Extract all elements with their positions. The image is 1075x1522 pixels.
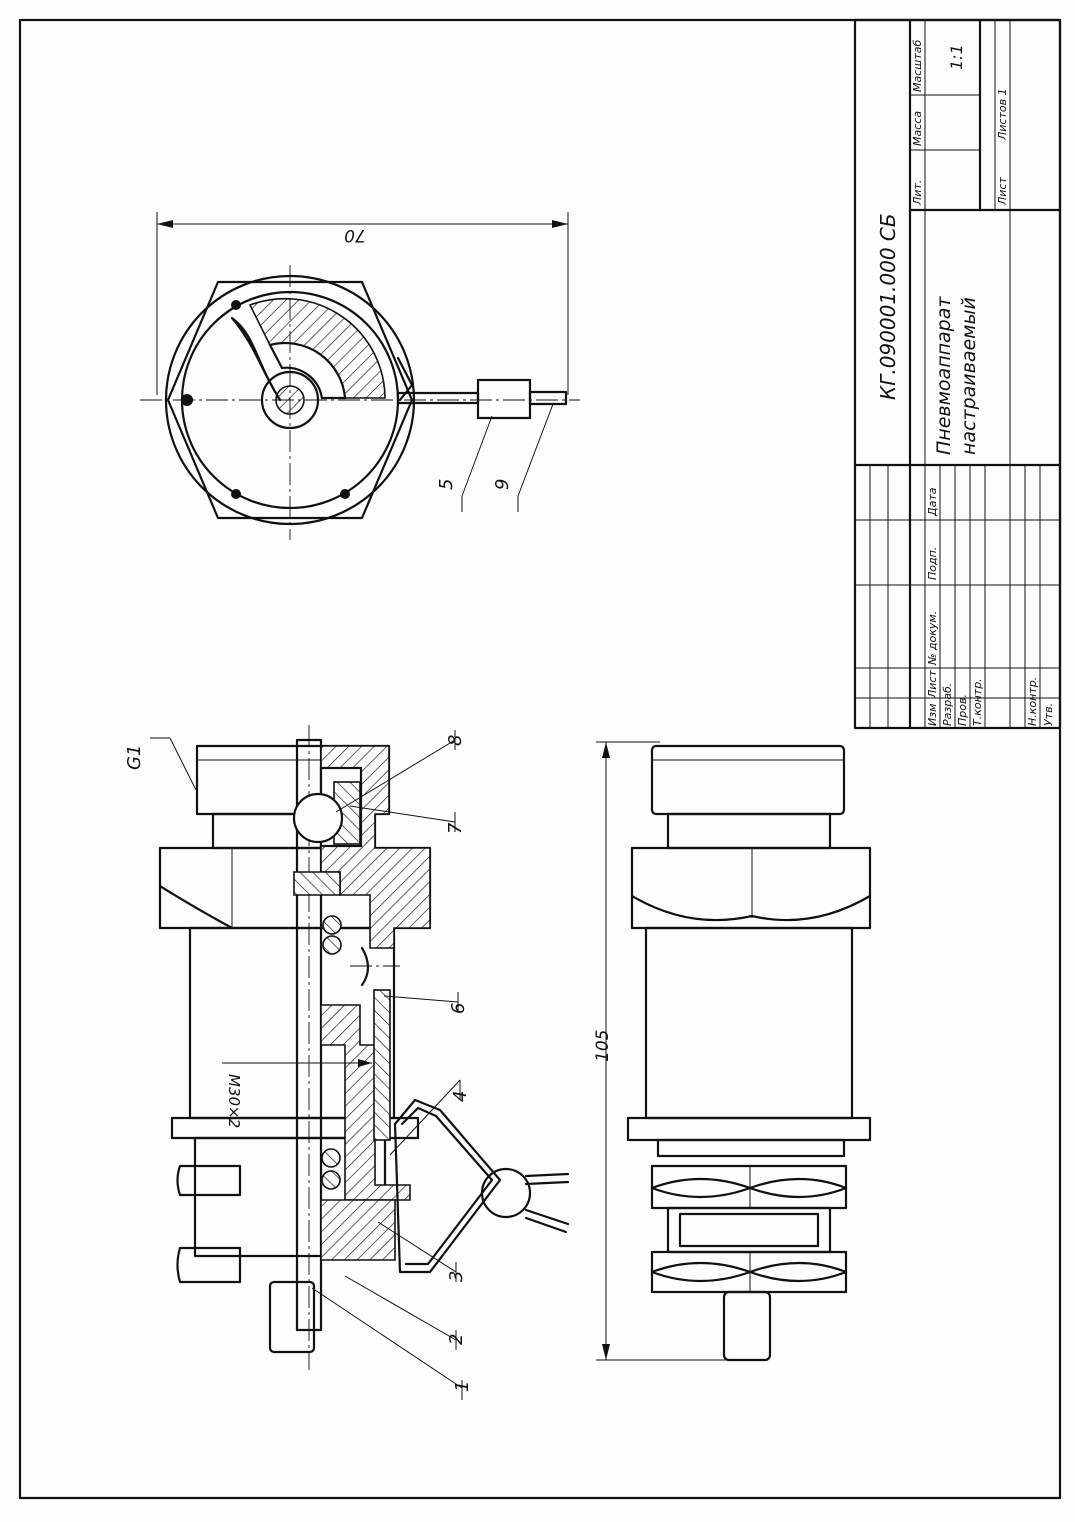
callout-4: 4 [450,1091,471,1102]
doc-number: КГ.090001.000 СБ [876,213,900,400]
callout-3: 3 [446,1271,467,1282]
svg-text:Масса: Масса [911,111,924,146]
svg-text:Лист: Лист [926,670,939,699]
title-block: КГ.090001.000 СБ Пневмоаппарат настраива… [853,18,1062,730]
callout-1: 1 [452,1381,473,1392]
svg-text:Изм: Изм [926,704,939,726]
svg-text:Подп.: Подп. [926,547,939,580]
callout-9: 9 [492,479,513,490]
svg-text:Дата: Дата [926,487,939,517]
svg-text:Н.контр.: Н.контр. [1026,677,1039,726]
sheet-frame [18,18,1062,1500]
callout-6: 6 [448,1003,469,1014]
callout-5: 5 [436,479,457,490]
svg-text:Разраб.: Разраб. [941,683,954,726]
svg-text:№ докум.: № докум. [926,611,939,666]
end-view: 70 5 9 [140,212,580,540]
svg-text:Масштаб: Масштаб [911,40,924,92]
callout-7: 7 [445,822,466,834]
thread-dimension: M30×2 [225,1074,243,1128]
svg-text:Лист: Лист [996,177,1009,206]
section-view: M30×2 G1 1 2 3 4 6 7 8 [124,725,570,1400]
callout-2: 2 [446,1334,467,1345]
svg-text:Листов 1: Листов 1 [996,88,1009,141]
svg-text:Утв.: Утв. [1042,703,1055,726]
wire-clip [393,1098,502,1274]
drawing-title-line2: настраиваемый [958,297,980,455]
callout-8: 8 [445,735,466,746]
handle-part-5 [476,378,532,420]
dimension-105-text: 105 [593,1030,613,1062]
svg-text:Пров.: Пров. [956,694,969,726]
sleeve-part-2 [320,1004,411,1201]
side-view: 105 [593,741,872,1362]
pipe-thread-label: G1 [124,745,145,770]
scale-value: 1:1 [947,44,966,70]
svg-text:Лит.: Лит. [911,180,924,206]
svg-text:Т.контр.: Т.контр. [971,678,984,726]
dimension-70-text: 70 [344,225,366,245]
drawing-title-line1: Пневмоаппарат [933,296,955,455]
